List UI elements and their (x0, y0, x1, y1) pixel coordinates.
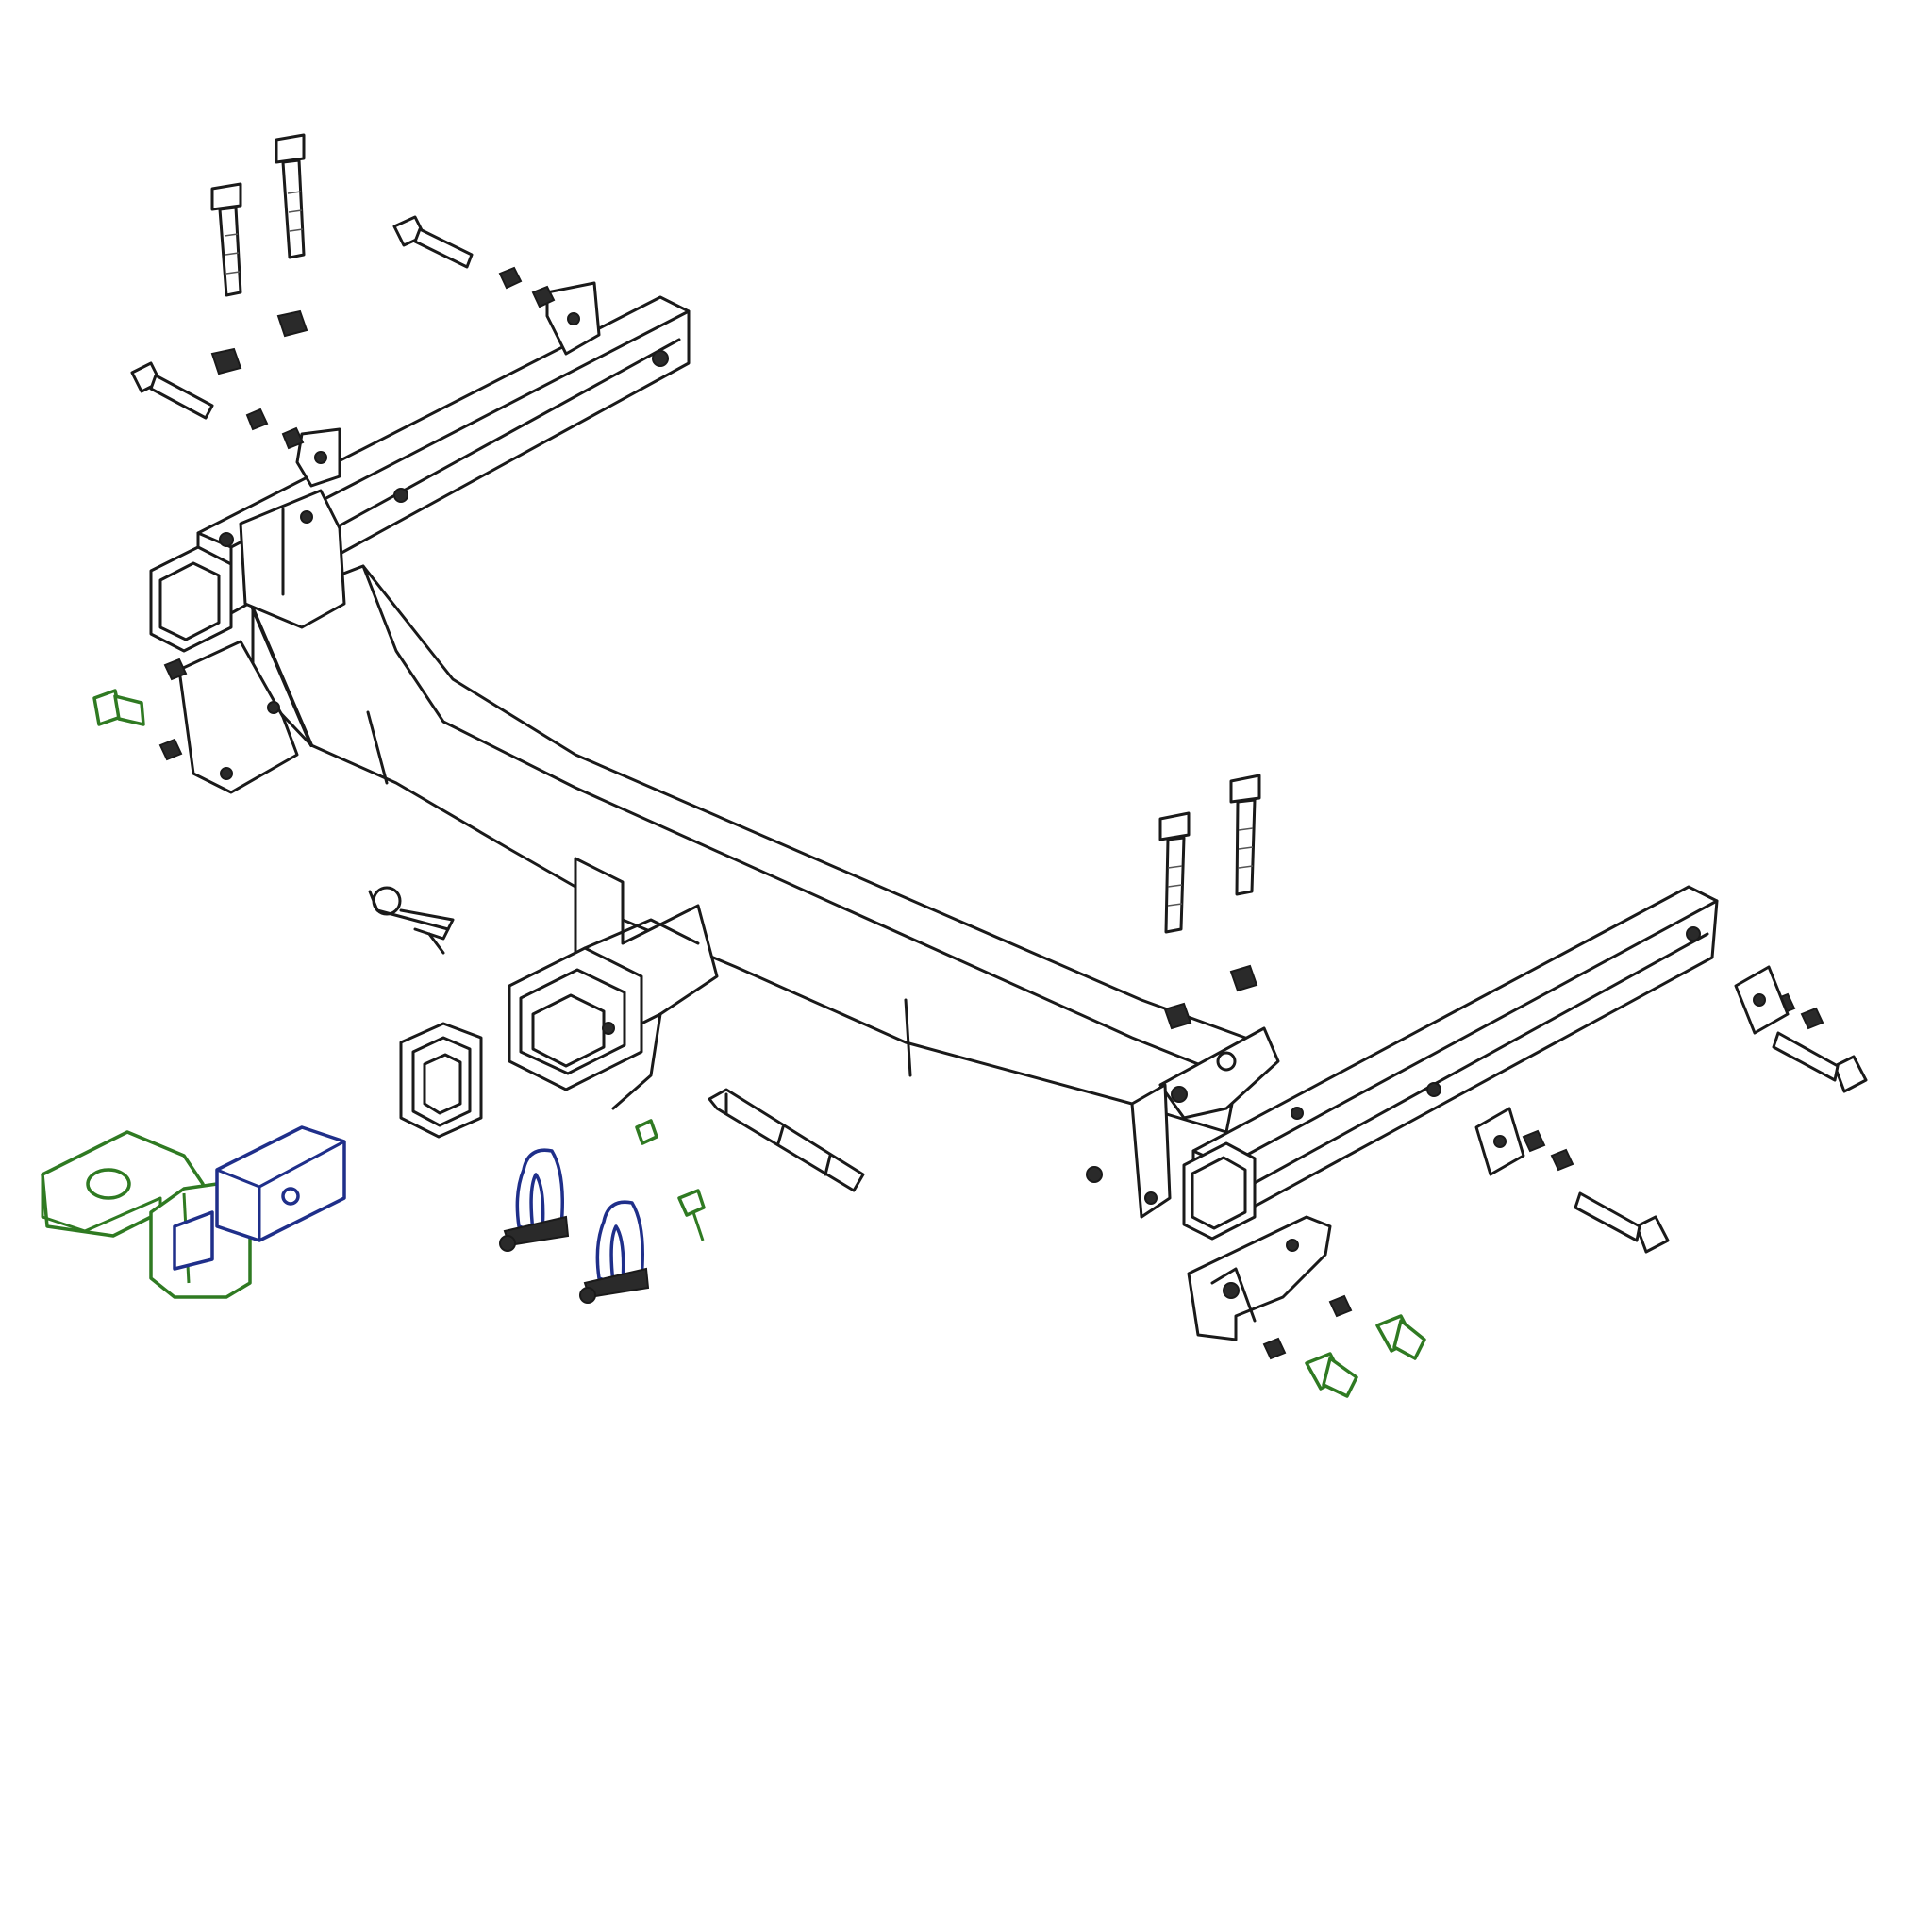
long-vertical-bolt-1 (210, 182, 242, 297)
horizontal-bolt-3 (1772, 1031, 1868, 1093)
mounting-bracket-small-2 (1474, 1107, 1525, 1176)
drawbar-shank (173, 1125, 346, 1271)
left-side-rail (149, 281, 691, 794)
mounting-bracket-small-1 (1734, 965, 1790, 1035)
short-bolt-1 (92, 689, 145, 726)
short-bolt-5 (635, 1119, 658, 1145)
short-bolt-2 (1375, 1314, 1426, 1360)
right-side-rail (1086, 885, 1719, 1341)
long-vertical-bolt-4 (1229, 774, 1261, 896)
long-vertical-bolt-2 (275, 133, 306, 259)
shackle-1 (499, 1148, 570, 1252)
horizontal-bolt-4 (1574, 1191, 1670, 1254)
horizontal-bolt-1 (392, 215, 474, 269)
long-vertical-bolt-3 (1158, 811, 1191, 934)
hitch-pin (708, 1088, 865, 1192)
shackle-2 (579, 1200, 650, 1304)
short-bolt-4 (677, 1189, 706, 1241)
short-bolt-3 (1305, 1352, 1358, 1398)
main-crossbar (251, 564, 1247, 1134)
safety-clip (368, 886, 455, 955)
receiver-tube (508, 857, 719, 1110)
nuts (158, 266, 1824, 1360)
horizontal-bolt-2 (130, 361, 214, 420)
receiver-cover (399, 1022, 483, 1139)
